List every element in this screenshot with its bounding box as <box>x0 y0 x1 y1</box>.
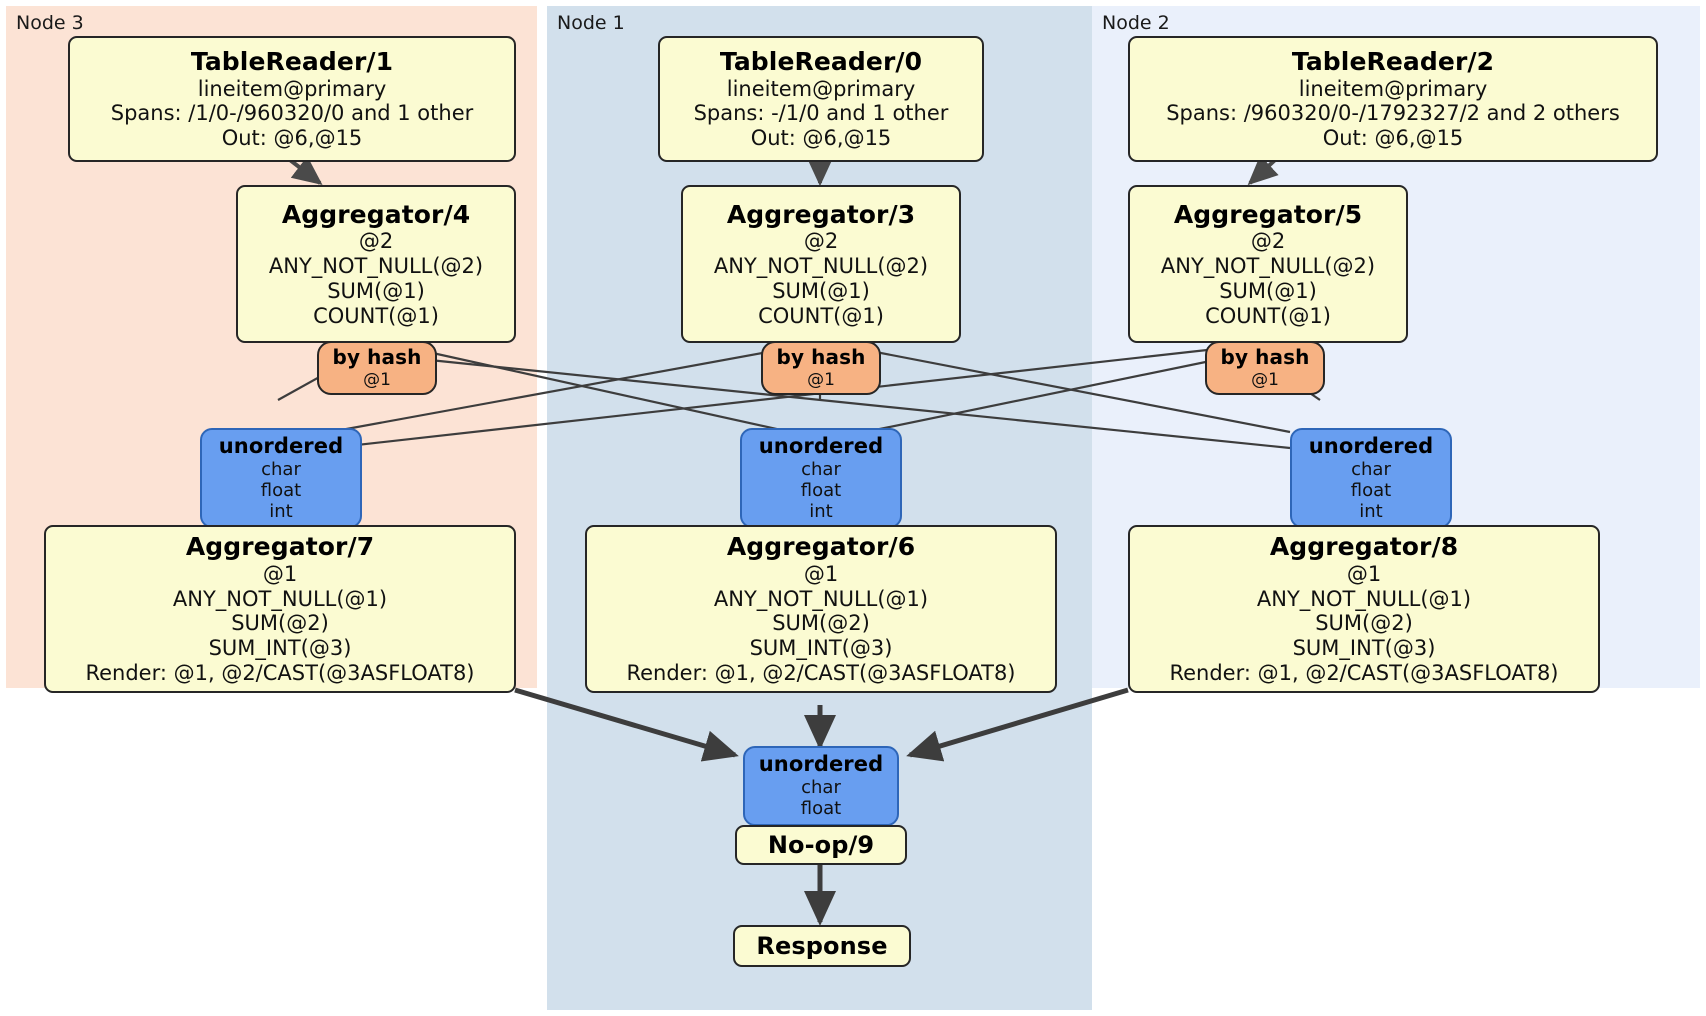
node-line-spans: Spans: -/1/0 and 1 other <box>693 101 949 126</box>
node-line-agg-0: ANY_NOT_NULL(@1) <box>713 586 929 611</box>
node-line-agg-0: ANY_NOT_NULL(@1) <box>1256 586 1472 611</box>
receiver-unordered-final[interactable]: unordered char float <box>743 746 899 826</box>
router-by-hash-node-1[interactable]: by hash @1 <box>761 341 881 395</box>
receiver-unordered-node-2[interactable]: unordered char float int <box>1290 428 1452 528</box>
node-title: No-op/9 <box>767 830 875 859</box>
receiver-title: unordered <box>758 433 884 458</box>
receiver-type-1: float <box>800 479 842 501</box>
node-title: Aggregator/7 <box>185 532 375 562</box>
receiver-type-0: char <box>1351 458 1391 480</box>
receiver-type-2: int <box>269 501 293 522</box>
node-line-out: Out: @6,@15 <box>750 126 892 151</box>
node-title: Aggregator/3 <box>726 199 916 229</box>
processor-tablereader-2[interactable]: TableReader/2 lineitem@primary Spans: /9… <box>1128 36 1658 162</box>
node-title: Response <box>756 931 888 960</box>
cluster-label-node-1: Node 1 <box>557 12 625 34</box>
node-line-agg-2: SUM_INT(@3) <box>208 636 352 661</box>
processor-aggregator-6[interactable]: Aggregator/6 @1 ANY_NOT_NULL(@1) SUM(@2)… <box>585 525 1057 693</box>
node-line-agg-2: COUNT(@1) <box>1205 303 1331 328</box>
receiver-type-1: float <box>800 798 842 820</box>
node-title: Aggregator/4 <box>281 199 471 229</box>
node-line-agg-2: SUM_INT(@3) <box>749 636 893 661</box>
cluster-label-node-2: Node 2 <box>1102 12 1170 34</box>
router-by-hash-node-3[interactable]: by hash @1 <box>317 341 437 395</box>
node-line-spans: Spans: /1/0-/960320/0 and 1 other <box>110 101 474 126</box>
node-line-agg-0: ANY_NOT_NULL(@2) <box>713 253 929 278</box>
node-line-agg-1: SUM(@2) <box>1315 611 1413 636</box>
receiver-type-2: int <box>1359 501 1383 522</box>
node-line-group: @1 <box>262 561 298 586</box>
node-title: Aggregator/8 <box>1269 532 1459 562</box>
receiver-type-2: int <box>809 501 833 522</box>
node-line-agg-0: ANY_NOT_NULL(@2) <box>268 253 484 278</box>
node-line-spans: Spans: /960320/0-/1792327/2 and 2 others <box>1166 101 1620 126</box>
receiver-type-0: char <box>801 777 841 799</box>
node-line-render: Render: @1, @2/CAST(@3ASFLOAT8) <box>626 660 1016 685</box>
router-by-hash-node-2[interactable]: by hash @1 <box>1205 341 1325 395</box>
receiver-title: unordered <box>758 752 884 777</box>
node-line-agg-1: SUM(@2) <box>231 611 329 636</box>
node-line-group: @2 <box>803 229 839 254</box>
node-line-agg-1: SUM(@1) <box>327 278 425 303</box>
node-title: TableReader/1 <box>190 47 394 77</box>
node-line-agg-2: COUNT(@1) <box>313 303 439 328</box>
node-line-agg-1: SUM(@2) <box>772 611 870 636</box>
receiver-unordered-node-1[interactable]: unordered char float int <box>740 428 902 528</box>
node-line-agg-0: ANY_NOT_NULL(@1) <box>172 586 388 611</box>
processor-aggregator-5[interactable]: Aggregator/5 @2 ANY_NOT_NULL(@2) SUM(@1)… <box>1128 185 1408 343</box>
node-line-out: Out: @6,@15 <box>1322 126 1464 151</box>
processor-noop-9[interactable]: No-op/9 <box>735 825 907 865</box>
receiver-title: unordered <box>1308 433 1434 458</box>
receiver-type-0: char <box>801 458 841 480</box>
receiver-unordered-node-3[interactable]: unordered char float int <box>200 428 362 528</box>
node-line-agg-2: COUNT(@1) <box>758 303 884 328</box>
node-line-index: lineitem@primary <box>197 76 387 101</box>
processor-aggregator-8[interactable]: Aggregator/8 @1 ANY_NOT_NULL(@1) SUM(@2)… <box>1128 525 1600 693</box>
processor-aggregator-7[interactable]: Aggregator/7 @1 ANY_NOT_NULL(@1) SUM(@2)… <box>44 525 516 693</box>
node-title: TableReader/0 <box>719 47 923 77</box>
node-line-render: Render: @1, @2/CAST(@3ASFLOAT8) <box>85 660 475 685</box>
node-line-agg-1: SUM(@1) <box>1219 278 1317 303</box>
processor-tablereader-1[interactable]: TableReader/1 lineitem@primary Spans: /1… <box>68 36 516 162</box>
receiver-title: unordered <box>218 433 344 458</box>
receiver-type-1: float <box>1350 479 1392 501</box>
receiver-type-0: char <box>261 458 301 480</box>
node-line-index: lineitem@primary <box>1298 76 1488 101</box>
router-column: @1 <box>1251 369 1279 390</box>
router-title: by hash <box>332 345 422 370</box>
node-line-agg-1: SUM(@1) <box>772 278 870 303</box>
router-column: @1 <box>807 369 835 390</box>
router-title: by hash <box>1220 345 1310 370</box>
cluster-label-node-3: Node 3 <box>16 12 84 34</box>
node-line-out: Out: @6,@15 <box>221 126 363 151</box>
node-line-group: @2 <box>358 229 394 254</box>
node-line-agg-2: SUM_INT(@3) <box>1292 636 1436 661</box>
node-title: Aggregator/5 <box>1173 199 1363 229</box>
node-line-group: @2 <box>1250 229 1286 254</box>
node-line-group: @1 <box>1346 561 1382 586</box>
node-title: TableReader/2 <box>1291 47 1495 77</box>
router-title: by hash <box>776 345 866 370</box>
node-line-render: Render: @1, @2/CAST(@3ASFLOAT8) <box>1169 660 1559 685</box>
node-line-agg-0: ANY_NOT_NULL(@2) <box>1160 253 1376 278</box>
processor-aggregator-3[interactable]: Aggregator/3 @2 ANY_NOT_NULL(@2) SUM(@1)… <box>681 185 961 343</box>
processor-response[interactable]: Response <box>733 925 911 967</box>
processor-tablereader-0[interactable]: TableReader/0 lineitem@primary Spans: -/… <box>658 36 984 162</box>
node-line-group: @1 <box>803 561 839 586</box>
receiver-type-1: float <box>260 479 302 501</box>
router-column: @1 <box>363 369 391 390</box>
node-line-index: lineitem@primary <box>726 76 916 101</box>
node-title: Aggregator/6 <box>726 532 916 562</box>
processor-aggregator-4[interactable]: Aggregator/4 @2 ANY_NOT_NULL(@2) SUM(@1)… <box>236 185 516 343</box>
